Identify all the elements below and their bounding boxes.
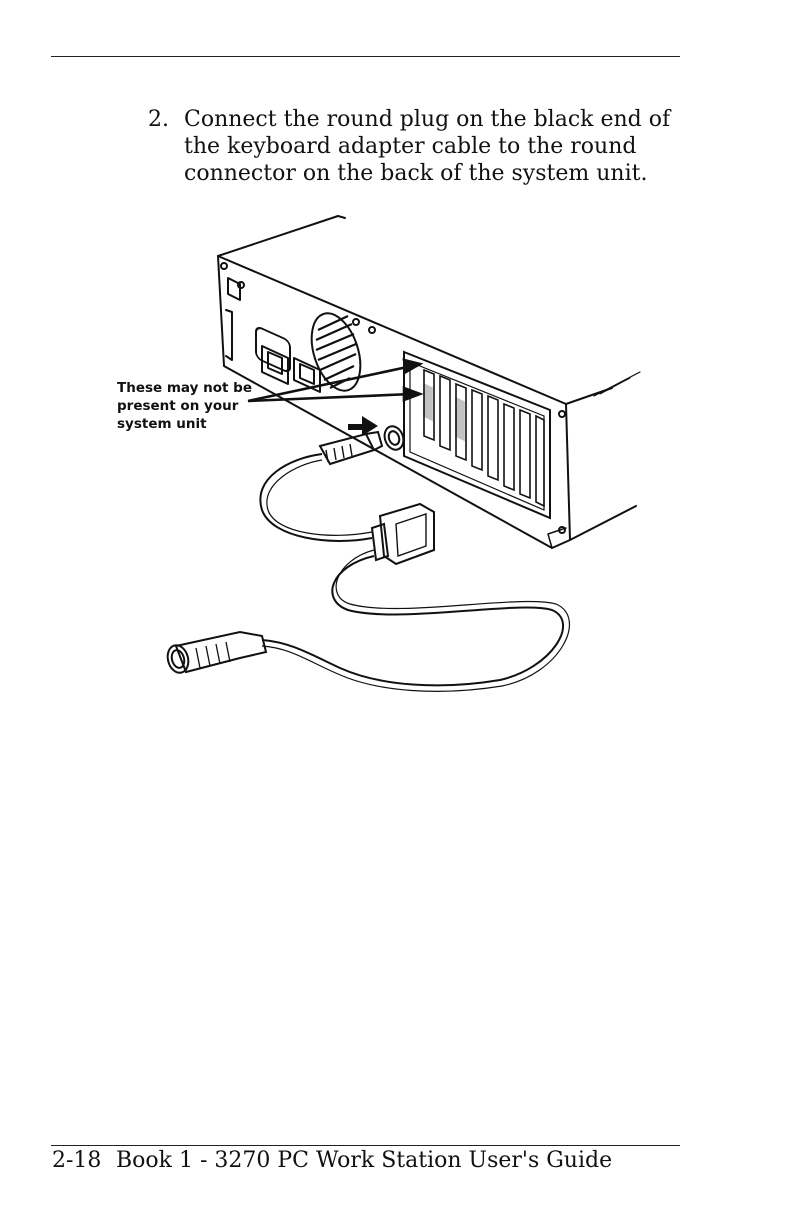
callout-line: present on your: [117, 397, 252, 415]
footer-rule: [51, 1145, 680, 1146]
callout-line: system unit: [117, 415, 252, 433]
book-title: Book 1 - 3270 PC Work Station User's Gui…: [116, 1148, 612, 1173]
callout-label: These may not be present on your system …: [117, 379, 252, 433]
page-number: 2-18: [52, 1148, 116, 1173]
callout-line: These may not be: [117, 379, 252, 397]
